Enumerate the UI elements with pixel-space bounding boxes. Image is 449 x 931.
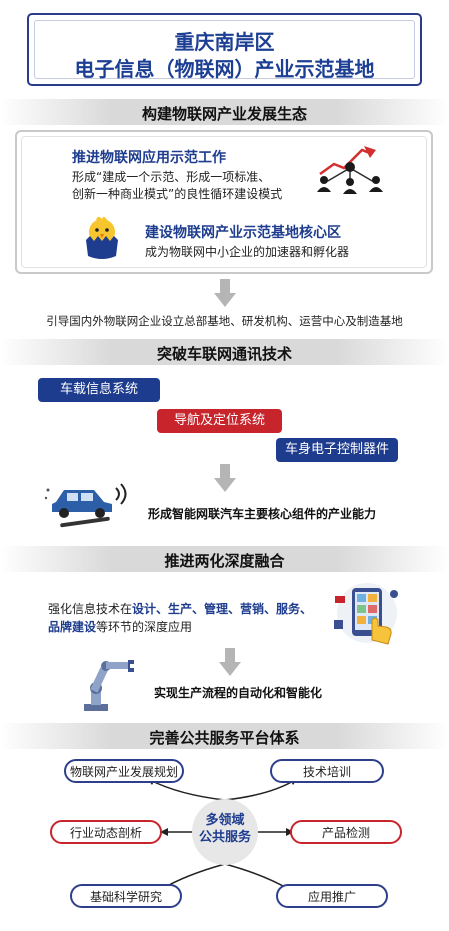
connector-top-left [149, 779, 226, 801]
section1-result: 引导国内外物联网企业设立总部基地、研发机构、运营中心及制造基地 [46, 314, 403, 328]
connector-top-right [224, 779, 296, 801]
section2-heading: 突破车联网通讯技术 [156, 345, 292, 363]
hub-center-circle [192, 799, 258, 865]
section1-panel-inner [21, 136, 427, 268]
item1-title: 推进物联网应用示范工作 [72, 150, 226, 166]
section1-heading-band: 构建物联网产业发展生态 [0, 99, 449, 125]
tag-vehicle-info: 车载信息系统 [38, 378, 160, 402]
chick-icon [86, 216, 118, 259]
tag-navigation: 导航及定位系统 [157, 409, 282, 433]
title-inner-frame [34, 20, 415, 79]
item1-line1: 形成“建成一个示范、形成一项标准、 [72, 170, 271, 184]
section3-text-suffix: 等环节的深度应用 [96, 620, 193, 634]
gray-down-arrow-icon [214, 279, 236, 307]
gray-down-arrow-icon-3 [219, 648, 241, 676]
section3-text-line1: 强化信息技术在设计、生产、管理、营销、服务、 [48, 601, 312, 618]
section3-highlight1: 设计、生产、管理、营销、服务、 [132, 602, 313, 616]
node-industry-analysis: 行业动态剖析 [50, 820, 162, 844]
touchscreen-hand-icon [334, 583, 398, 645]
title-line-2: 电子信息（物联网）产业示范基地 [74, 57, 375, 81]
tag-body-electronics: 车身电子控制器件 [276, 438, 398, 462]
section1-heading: 构建物联网产业发展生态 [141, 105, 307, 123]
section3-result: 实现生产流程的自动化和智能化 [154, 686, 323, 700]
item2-text: 成为物联网中小企业的加速器和孵化器 [145, 245, 350, 259]
hub-center-line1: 多领域 [205, 813, 245, 828]
section3-highlight2: 品牌建设 [48, 620, 97, 634]
hub-center-label: 多领域 公共服务 [190, 812, 260, 846]
hub-center-line2: 公共服务 [198, 830, 251, 845]
section2-result: 形成智能网联汽车主要核心组件的产业能力 [148, 507, 377, 521]
node-basic-research: 基础科学研究 [70, 884, 182, 908]
car-repair-icon [44, 483, 127, 528]
item2-title: 建设物联网产业示范基地核心区 [145, 225, 341, 241]
item1-line2: 创新一种商业模式”的良性循环建设模式 [72, 187, 283, 201]
section3-text-line2: 品牌建设等环节的深度应用 [48, 619, 192, 636]
network-people-icon [317, 146, 383, 194]
node-tech-training: 技术培训 [270, 759, 384, 783]
section2-heading-band: 突破车联网通讯技术 [0, 339, 449, 365]
section3-text-prefix: 强化信息技术在 [48, 602, 133, 616]
robot-arm-icon [84, 660, 134, 711]
node-product-testing: 产品检测 [290, 820, 402, 844]
section3-heading: 推进两化深度融合 [164, 552, 285, 570]
section1-panel [15, 130, 433, 274]
title-box: 重庆南岸区 电子信息（物联网）产业示范基地 [27, 13, 422, 86]
node-application-promotion: 应用推广 [276, 884, 388, 908]
title-line-1: 重庆南岸区 [174, 30, 275, 54]
gray-down-arrow-icon-2 [214, 464, 236, 492]
section4-heading: 完善公共服务平台体系 [149, 729, 300, 747]
section4-heading-band: 完善公共服务平台体系 [0, 723, 449, 749]
section3-heading-band: 推进两化深度融合 [0, 546, 449, 572]
node-iot-planning: 物联网产业发展规划 [64, 759, 184, 783]
